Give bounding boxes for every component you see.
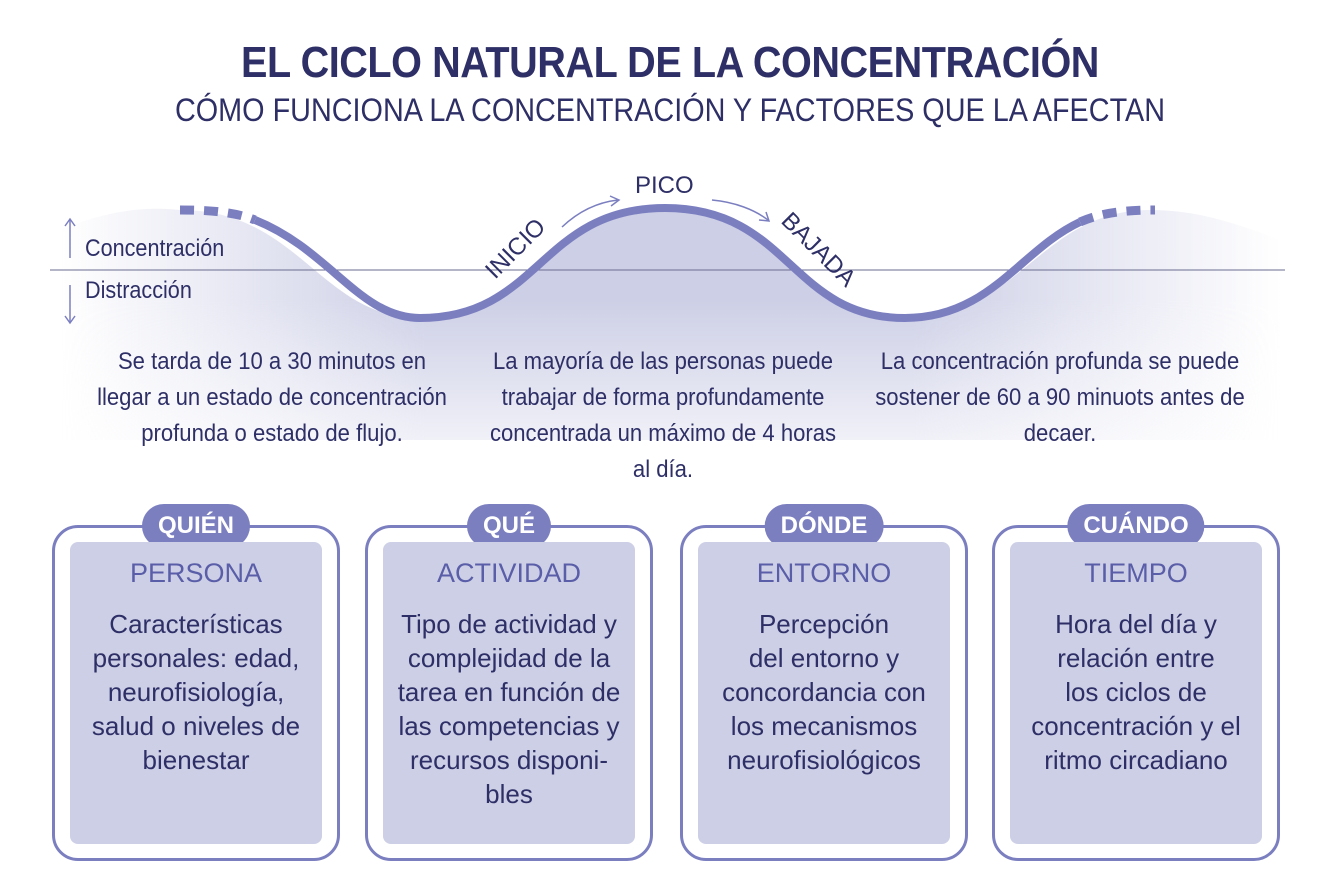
arrow-to-peak-icon [561,195,621,228]
description-decline: La concentración profunda se puede soste… [875,348,1245,447]
card-heading: ENTORNO [756,558,892,588]
card-badge: QUÉ [466,504,552,548]
distraction-label: Distracción [85,277,192,304]
wave-shading [60,208,1280,440]
up-arrow-icon [64,217,76,258]
arrow-from-peak-icon [711,199,771,222]
wave-line [253,203,1082,323]
card-body: Características personales: edad, neurof… [91,609,301,775]
card-tiempo: CUÁNDO TIEMPO Hora del día y relación ent… [992,504,1280,861]
description-peak: La mayoría de las personas puede trabaja… [489,348,837,483]
card-body: Hora del día y relación entre los ciclos… [1031,609,1241,775]
card-badge: QUIÉN [141,504,251,548]
wave-dashes-left [179,205,257,225]
down-arrow-icon [64,285,76,325]
card-heading: ACTIVIDAD [436,558,582,588]
concentration-label: Concentración [85,235,225,262]
card-persona: QUIÉN PERSONA Características personales:… [52,504,340,861]
phase-peak-label: PICO [635,172,694,199]
page-subtitle: CÓMO FUNCIONA LA CONCENTRACIÓN Y FACTORE… [174,92,1166,128]
card-badge: DÓNDE [764,504,884,548]
card-heading: TIEMPO [1084,558,1188,588]
concentration-wave: INICIO PICO BAJADA [50,172,1285,440]
card-heading: PERSONA [129,558,263,588]
page-title: EL CICLO NATURAL DE LA CONCENTRACIÓN [241,38,1099,87]
card-badge: CUÁNDO [1067,504,1205,548]
card-body: Percepción del entorno y concordancia co… [722,609,926,775]
card-body: Tipo de actividad y complejidad de la ta… [397,609,621,809]
card-actividad: QUÉ ACTIVIDAD Tipo de actividad y complej… [365,504,653,861]
wave-dashes-right [1078,205,1156,227]
card-entorno: DÓNDE ENTORNO Percepción del entorno y co… [680,504,968,861]
description-start: Se tarda de 10 a 30 minutos en llegar a … [97,348,447,447]
